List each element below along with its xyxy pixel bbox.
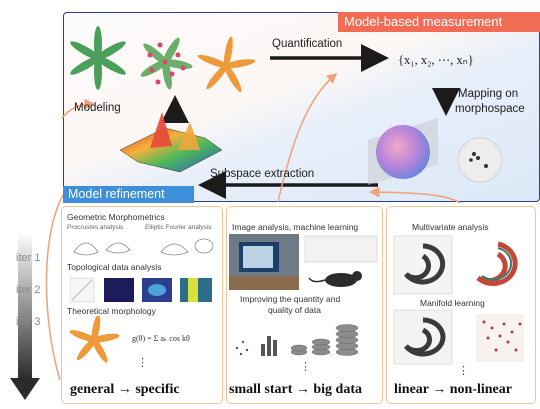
mapping-label-line1: Mapping on — [458, 88, 519, 100]
model-refinement-tag: Model refinement — [63, 186, 194, 203]
tda-title: Topological data analysis — [67, 262, 162, 272]
green-plant-icon — [70, 26, 126, 90]
iteration-label-1: iter 1 — [16, 252, 41, 264]
manifold-plots — [393, 309, 524, 365]
improving-data-title-1: Improving the quantity and — [240, 294, 341, 304]
dotted-plant-icon — [140, 37, 193, 90]
point-cloud-icon — [457, 137, 503, 183]
right-ellipsis: ⋮ — [458, 365, 469, 377]
measurement-tuple: {x₁, x₂, ⋯, xₙ} — [398, 53, 474, 67]
scan-image — [304, 235, 378, 263]
manifold-learning-title: Manifold learning — [420, 298, 485, 308]
multivariate-title: Multivariate analysis — [412, 222, 489, 232]
theoretical-leaf-icon — [69, 316, 120, 363]
data-growth-icons — [235, 324, 359, 356]
iteration-arrow — [10, 232, 40, 400]
feedback-curve-left — [45, 189, 67, 381]
persistence-diagrams-icon — [70, 277, 212, 303]
image-analysis-title: Image analysis, machine learning — [232, 222, 359, 232]
subspace-label: Subspace extraction — [210, 168, 315, 180]
iteration-label-2: iter 2 — [16, 284, 41, 296]
mouse-icon — [308, 271, 362, 287]
left-ellipsis: ⋮ — [137, 357, 148, 369]
outline-shapes-icon — [73, 238, 214, 256]
landscape-surface-icon — [119, 112, 223, 173]
procrustes-label: Procrustes analysis — [67, 224, 124, 231]
orange-leaf-icon — [197, 36, 256, 93]
left-panel-footer: general → specific — [70, 382, 180, 397]
elliptic-fourier-label: Elliptic Fourier analysis — [145, 224, 212, 231]
multivariate-plots — [393, 235, 528, 295]
middle-ellipsis: ⋮ — [300, 361, 311, 373]
middle-panel-footer: small start → big data — [229, 382, 362, 397]
mapping-label-line2: morphospace — [455, 103, 525, 115]
feedback-curve-middle — [277, 73, 338, 203]
morphospace-sphere-icon — [368, 118, 438, 185]
right-panel-footer: linear → non-linear — [394, 382, 512, 397]
feedback-curve-right — [369, 186, 461, 204]
theoretical-morphology-title: Theoretical morphology — [67, 306, 156, 316]
quantification-label: Quantification — [272, 38, 343, 50]
data-acquisition-images — [229, 234, 378, 290]
theoretical-formula: g(θ) = Σ aₖ cos kθ — [132, 334, 190, 343]
iteration-label-3: iter 3 — [16, 316, 41, 328]
methods-panel-left — [61, 206, 223, 404]
model-based-measurement-tag: Model-based measurement — [338, 12, 540, 32]
improving-data-title-2: quality of data — [268, 305, 321, 315]
geometric-morphometrics-title: Geometric Morphometrics — [67, 212, 165, 222]
modeling-label: Modeling — [74, 102, 121, 114]
